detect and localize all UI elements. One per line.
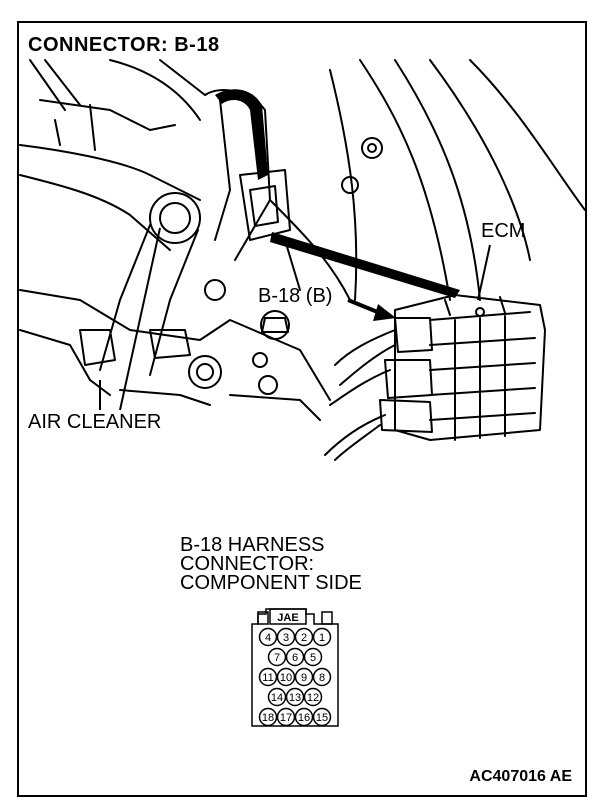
- connector-pin: [276, 627, 296, 647]
- connector-pin: [267, 687, 287, 707]
- connector-pin-number: 7: [274, 652, 280, 664]
- harness-caption-line3: COMPONENT SIDE: [180, 572, 362, 594]
- connector-pin: [312, 627, 332, 647]
- connector-pin: [267, 647, 287, 667]
- connector-pin-number: 6: [292, 652, 298, 664]
- connector-pin: [258, 707, 278, 727]
- connector-pin-number: 13: [289, 692, 301, 704]
- connector-pin: [276, 667, 296, 687]
- connector-pin-number: 14: [271, 692, 283, 704]
- connector-pin-number: 10: [280, 672, 292, 684]
- connector-pin-number: 15: [316, 712, 328, 724]
- connector-pin-number: 2: [301, 632, 307, 644]
- connector-pin: [258, 627, 278, 647]
- connector-pin: [294, 667, 314, 687]
- connector-pin-number: 4: [265, 632, 271, 644]
- connector-pin-number: 1: [319, 632, 325, 644]
- connector-pin-number: 17: [280, 712, 292, 724]
- harness-caption: B-18 HARNESS CONNECTOR: COMPONENT SIDE: [180, 534, 362, 594]
- diagram-frame: [17, 21, 587, 797]
- ecm-label: ECM: [481, 220, 526, 242]
- connector-pin: [285, 647, 305, 667]
- connector-pin: [303, 647, 323, 667]
- connector-pin: [258, 667, 278, 687]
- diagram-title: CONNECTOR: B-18: [28, 34, 220, 56]
- connector-pin-number: 11: [262, 672, 273, 684]
- connector-pin-number: 16: [298, 712, 310, 724]
- harness-caption-line1: B-18 HARNESS: [180, 534, 325, 556]
- connector-pin: [303, 687, 323, 707]
- connector-pin: [294, 707, 314, 727]
- b18b-label: B-18 (B): [258, 285, 333, 307]
- connector-pin: [312, 667, 332, 687]
- connector-tag: JAE: [277, 612, 298, 624]
- harness-caption-line2: CONNECTOR:: [180, 553, 315, 575]
- connector-pin-number: 3: [283, 632, 289, 644]
- connector-pin-number: 18: [262, 712, 274, 724]
- connector-pin: [285, 687, 305, 707]
- connector-pin: [312, 707, 332, 727]
- connector-pin-number: 9: [301, 672, 307, 684]
- connector-pin-number: 8: [319, 672, 325, 684]
- connector-pin: [276, 707, 296, 727]
- figure-code: AC407016 AE: [469, 768, 572, 785]
- air-cleaner-label: AIR CLEANER: [28, 411, 162, 433]
- connector-pin-number: 12: [307, 692, 319, 704]
- connector-pin-number: 5: [310, 652, 316, 664]
- connector-pin: [294, 627, 314, 647]
